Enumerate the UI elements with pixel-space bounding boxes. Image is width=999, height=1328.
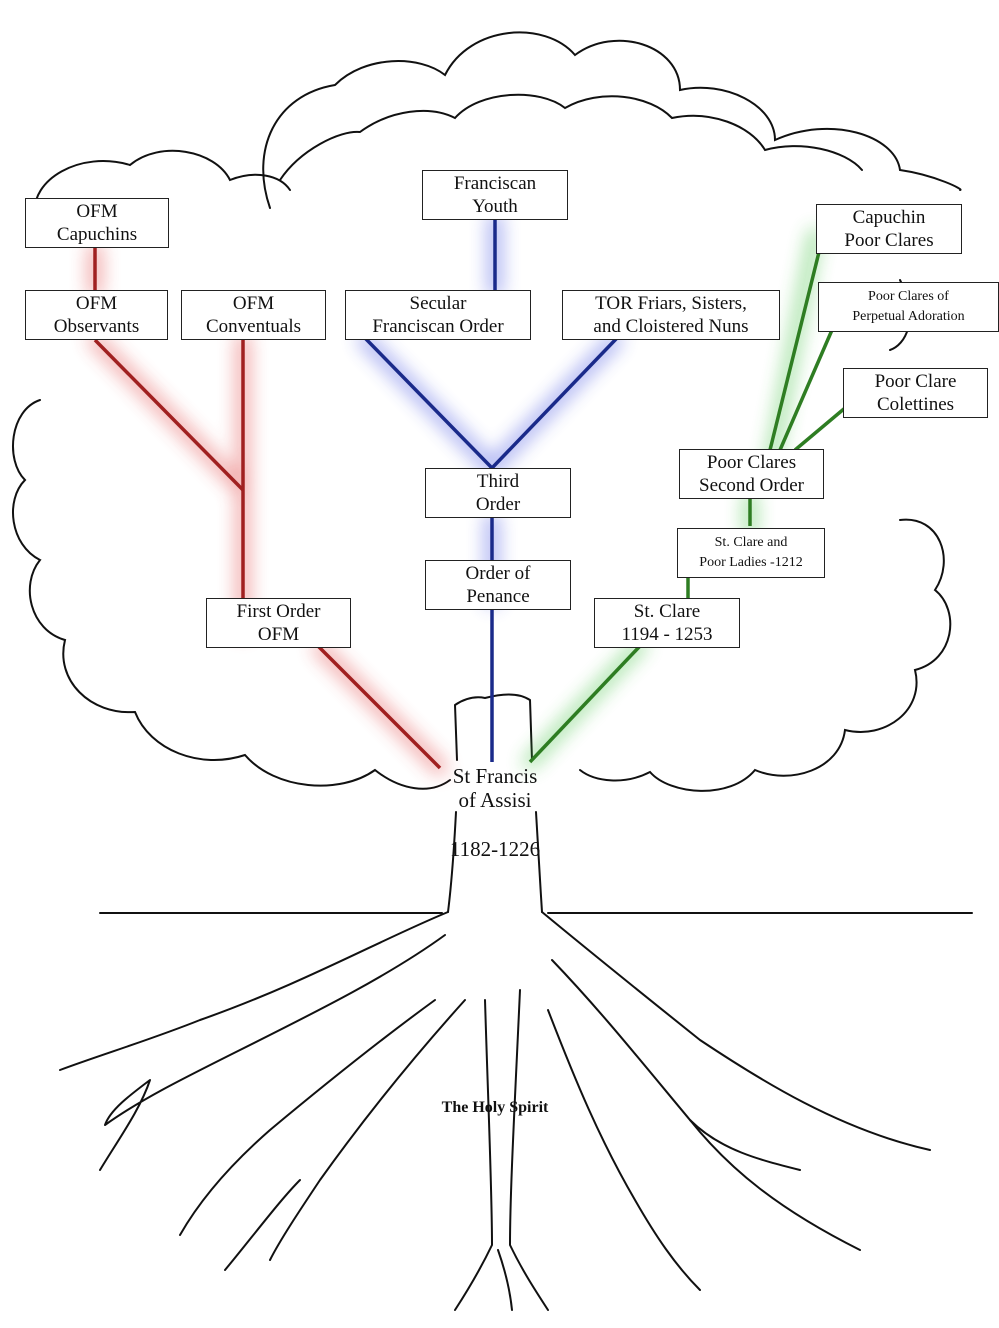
node-franciscan-youth-line1: Franciscan xyxy=(453,173,537,194)
node-st-clare-poor-ladies-line2: Poor Ladies -1212 xyxy=(699,555,803,570)
node-first-order-line1: First Order xyxy=(236,601,321,622)
node-franciscan-youth-line2: Youth xyxy=(472,196,518,217)
node-st-clare-poor-ladies-line1: St. Clare and xyxy=(714,535,788,550)
node-secular-franciscan-order: Secular Franciscan Order xyxy=(345,290,531,340)
node-poor-clares-perpetual-adoration-line1: Poor Clares of xyxy=(868,289,949,304)
node-ofm-conventuals-line1: OFM xyxy=(232,293,275,314)
first-order-branches xyxy=(93,247,442,770)
node-poor-clare-colettines-line1: Poor Clare xyxy=(874,371,957,392)
node-poor-clares-second-order-line1: Poor Clares xyxy=(706,452,797,473)
node-ofm-observants-line1: OFM xyxy=(75,293,118,314)
node-tor-friars-sisters-nuns-line1: TOR Friars, Sisters, xyxy=(595,293,747,314)
canopy-outline xyxy=(12,31,962,792)
node-ofm-capuchins: OFM Capuchins xyxy=(25,198,169,248)
node-first-order-line2: OFM xyxy=(257,624,300,645)
node-ofm-observants-line2: Observants xyxy=(53,316,140,337)
node-poor-clare-colettines: Poor Clare Colettines xyxy=(843,368,988,418)
node-tor-friars-sisters-nuns: TOR Friars, Sisters, and Cloistered Nuns xyxy=(562,290,780,340)
node-poor-clare-colettines-line2: Colettines xyxy=(876,394,955,415)
third-order-branches xyxy=(363,220,619,762)
node-st-clare-poor-ladies: St. Clare and Poor Ladies -1212 xyxy=(677,528,825,578)
node-poor-clares-second-order: Poor Clares Second Order xyxy=(679,449,824,499)
node-tor-friars-sisters-nuns-line2: and Cloistered Nuns xyxy=(593,316,749,337)
node-poor-clares-second-order-line2: Second Order xyxy=(699,475,804,496)
node-st-clare-line1: St. Clare xyxy=(633,601,701,622)
node-secular-franciscan-order-line2: Franciscan Order xyxy=(372,316,504,337)
node-ofm-conventuals: OFM Conventuals xyxy=(181,290,326,340)
root-name-line1: St Francis xyxy=(452,764,538,788)
node-order-of-penance-line1: Order of xyxy=(465,563,531,584)
node-order-of-penance-line2: Penance xyxy=(466,586,530,607)
node-third-order-line2: Order xyxy=(475,494,521,515)
node-ofm-conventuals-line2: Conventuals xyxy=(206,316,301,337)
node-poor-clares-perpetual-adoration: Poor Clares of Perpetual Adoration xyxy=(818,282,999,332)
node-third-order: Third Order xyxy=(425,468,571,518)
node-capuchin-poor-clares: Capuchin Poor Clares xyxy=(816,204,962,254)
root-dates: 1182-1226 xyxy=(449,837,541,861)
node-st-clare: St. Clare 1194 - 1253 xyxy=(594,598,740,648)
root-name-line2: of Assisi xyxy=(458,788,532,812)
roots-label: The Holy Spirit xyxy=(441,1099,549,1116)
second-order-branches xyxy=(528,247,847,764)
node-poor-clares-perpetual-adoration-line2: Perpetual Adoration xyxy=(852,309,965,324)
node-st-clare-line2: 1194 - 1253 xyxy=(621,624,713,645)
node-ofm-observants: OFM Observants xyxy=(25,290,168,340)
root-st-francis: St Francis of Assisi xyxy=(420,764,570,812)
node-order-of-penance: Order of Penance xyxy=(425,560,571,610)
node-first-order: First Order OFM xyxy=(206,598,351,648)
node-ofm-capuchins-line2: Capuchins xyxy=(56,224,138,245)
node-secular-franciscan-order-line1: Secular xyxy=(409,293,467,314)
node-capuchin-poor-clares-line2: Poor Clares xyxy=(844,230,934,251)
node-capuchin-poor-clares-line1: Capuchin xyxy=(852,207,926,228)
node-franciscan-youth: Franciscan Youth xyxy=(422,170,568,220)
node-ofm-capuchins-line1: OFM xyxy=(76,201,118,222)
node-third-order-line1: Third xyxy=(476,471,520,492)
trunk-and-roots xyxy=(59,693,973,1311)
